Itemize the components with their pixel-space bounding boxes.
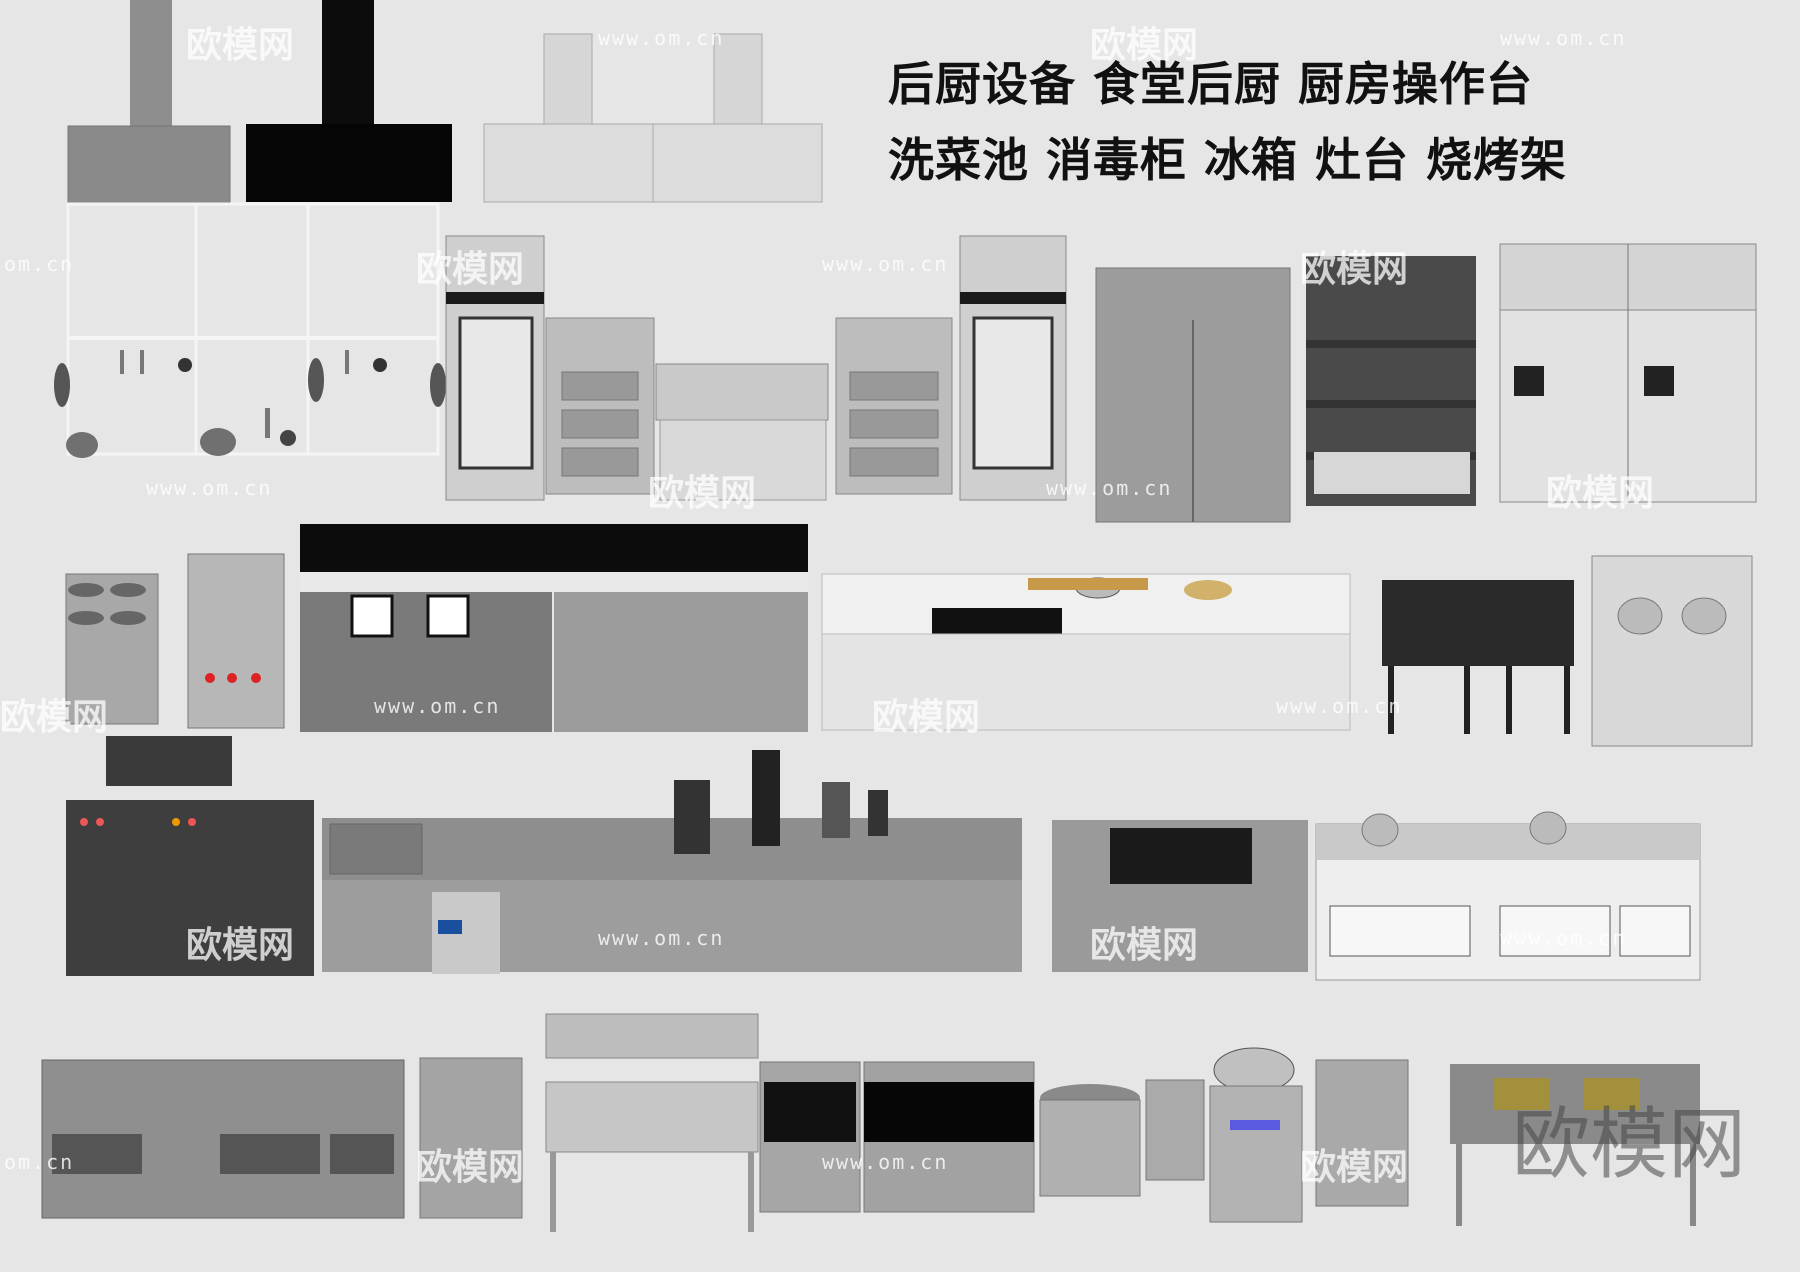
- watermark-url: www.om.cn: [1046, 476, 1173, 500]
- watermark-url-fragment: om.cn: [4, 1150, 75, 1174]
- title-line-1: 后厨设备 食堂后厨 厨房操作台: [888, 57, 1534, 111]
- wok-range-station: [66, 736, 314, 976]
- watermark-logo: 欧模网: [872, 697, 981, 738]
- bar-counter-with-sink: [322, 750, 1022, 974]
- prep-counter-with-cooktop: [821, 573, 1351, 731]
- watermark-logo: 欧模网: [1300, 1147, 1409, 1188]
- single-wok-stove: [1039, 1084, 1141, 1197]
- griddle-unit: [863, 1061, 1035, 1213]
- warming-cabinet-1: [545, 317, 655, 495]
- stock-pot-stove: [65, 573, 159, 725]
- utensil-rack: [54, 202, 446, 458]
- six-burner-counter: [1052, 820, 1308, 972]
- charcoal-grill: [1382, 580, 1574, 734]
- watermark-logo: 欧模网: [648, 473, 757, 514]
- dish-shelf: [1306, 256, 1476, 506]
- watermark-logo: 欧模网: [1090, 25, 1199, 66]
- watermark-url: www.om.cn: [1500, 926, 1627, 950]
- range-oven-set: [1315, 811, 1701, 981]
- watermark-logo: 欧模网: [1300, 249, 1409, 290]
- watermark-url: www.om.cn: [822, 1150, 949, 1174]
- multi-range-oven: [41, 1059, 405, 1219]
- title-line-2: 洗菜池 消毒柜 冰箱 灶台 烧烤架: [888, 133, 1568, 187]
- watermark-url: www.om.cn: [374, 694, 501, 718]
- watermark-url: www.om.cn: [1276, 694, 1403, 718]
- watermark-logo: 欧模网: [1546, 473, 1655, 514]
- watermark-url-fragment: om.cn: [4, 252, 75, 276]
- fryer-unit: [187, 553, 285, 729]
- watermark-logo: 欧模网: [186, 25, 295, 66]
- warming-cabinet-2: [835, 317, 953, 495]
- freezer-double: [1499, 243, 1757, 503]
- dish-rack-table: [655, 363, 829, 501]
- watermark-url: www.om.cn: [1500, 26, 1627, 50]
- watermark-url: www.om.cn: [146, 476, 273, 500]
- double-sink-with-shelf: [545, 1013, 759, 1232]
- range-hood-black: [246, 0, 452, 202]
- steam-kettle-unit: [1591, 555, 1753, 747]
- hot-food-display-counter: [300, 524, 808, 732]
- watermark-logo: 欧模网: [416, 249, 525, 290]
- induction-cooktop-unit: [759, 1061, 861, 1213]
- double-door-fridge: [1095, 267, 1291, 523]
- watermark-logo: 欧模网: [186, 925, 295, 966]
- watermark-big-logo: 欧模网: [1512, 1100, 1747, 1190]
- watermark-url: www.om.cn: [822, 252, 949, 276]
- range-hood-double-white: [483, 33, 823, 203]
- fryer-cabinet: [419, 1057, 523, 1219]
- dish-sterilizer-cabinet-1: [445, 235, 545, 501]
- prep-cart: [1145, 1079, 1205, 1181]
- watermark-url: www.om.cn: [598, 26, 725, 50]
- watermark-logo: 欧模网: [1090, 925, 1199, 966]
- watermark-logo: 欧模网: [0, 697, 109, 738]
- hand-sink: [1315, 1059, 1409, 1207]
- dish-sterilizer-cabinet-2: [959, 235, 1067, 501]
- watermark-url: www.om.cn: [598, 926, 725, 950]
- work-table: [1450, 1064, 1700, 1226]
- stock-pot-burner: [1209, 1047, 1303, 1223]
- range-hood-gray: [67, 0, 231, 205]
- watermark-logo: 欧模网: [416, 1147, 525, 1188]
